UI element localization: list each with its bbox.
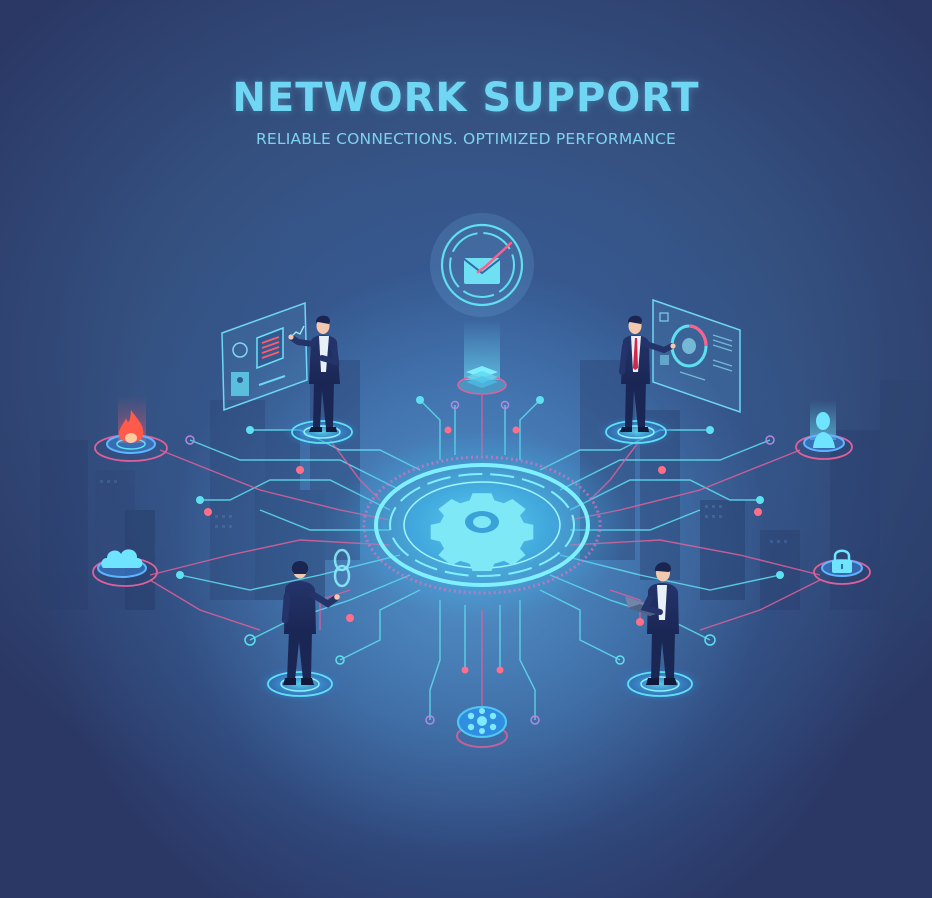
checkmark-icon — [476, 241, 513, 274]
hologram-screen-right — [652, 298, 741, 414]
email-check-badge — [430, 213, 534, 317]
cloud-node — [92, 549, 158, 587]
central-hub — [332, 430, 632, 620]
fire-icon — [118, 410, 144, 442]
id-card-icon — [231, 372, 249, 396]
server-stack-icon — [466, 366, 498, 388]
header: NETWORK SUPPORT RELIABLE CONNECTIONS. OP… — [0, 78, 932, 148]
fire-node — [94, 395, 168, 462]
network-node-bottom — [456, 706, 508, 748]
user-icon — [813, 412, 835, 448]
person-top-right — [619, 315, 676, 432]
email-icon — [463, 258, 501, 284]
lock-node — [813, 549, 871, 585]
user-node — [795, 400, 853, 460]
page-title: NETWORK SUPPORT — [232, 75, 700, 121]
hexagon-network-icon — [467, 708, 497, 734]
page-subtitle: RELIABLE CONNECTIONS. OPTIMIZED PERFORMA… — [255, 130, 677, 148]
circuit-nodes — [176, 396, 784, 725]
chain-link-icon — [333, 548, 351, 588]
person-bottom-left — [281, 548, 351, 685]
fingerprint-icon — [232, 342, 248, 358]
cloud-icon — [101, 549, 143, 568]
server-node-top — [457, 320, 507, 395]
person-pads — [256, 416, 704, 702]
person-bottom-right — [625, 562, 679, 685]
lock-icon — [832, 549, 852, 573]
gear-icon — [430, 493, 534, 571]
person-top-left — [288, 315, 340, 432]
hologram-screen-left — [221, 301, 308, 412]
